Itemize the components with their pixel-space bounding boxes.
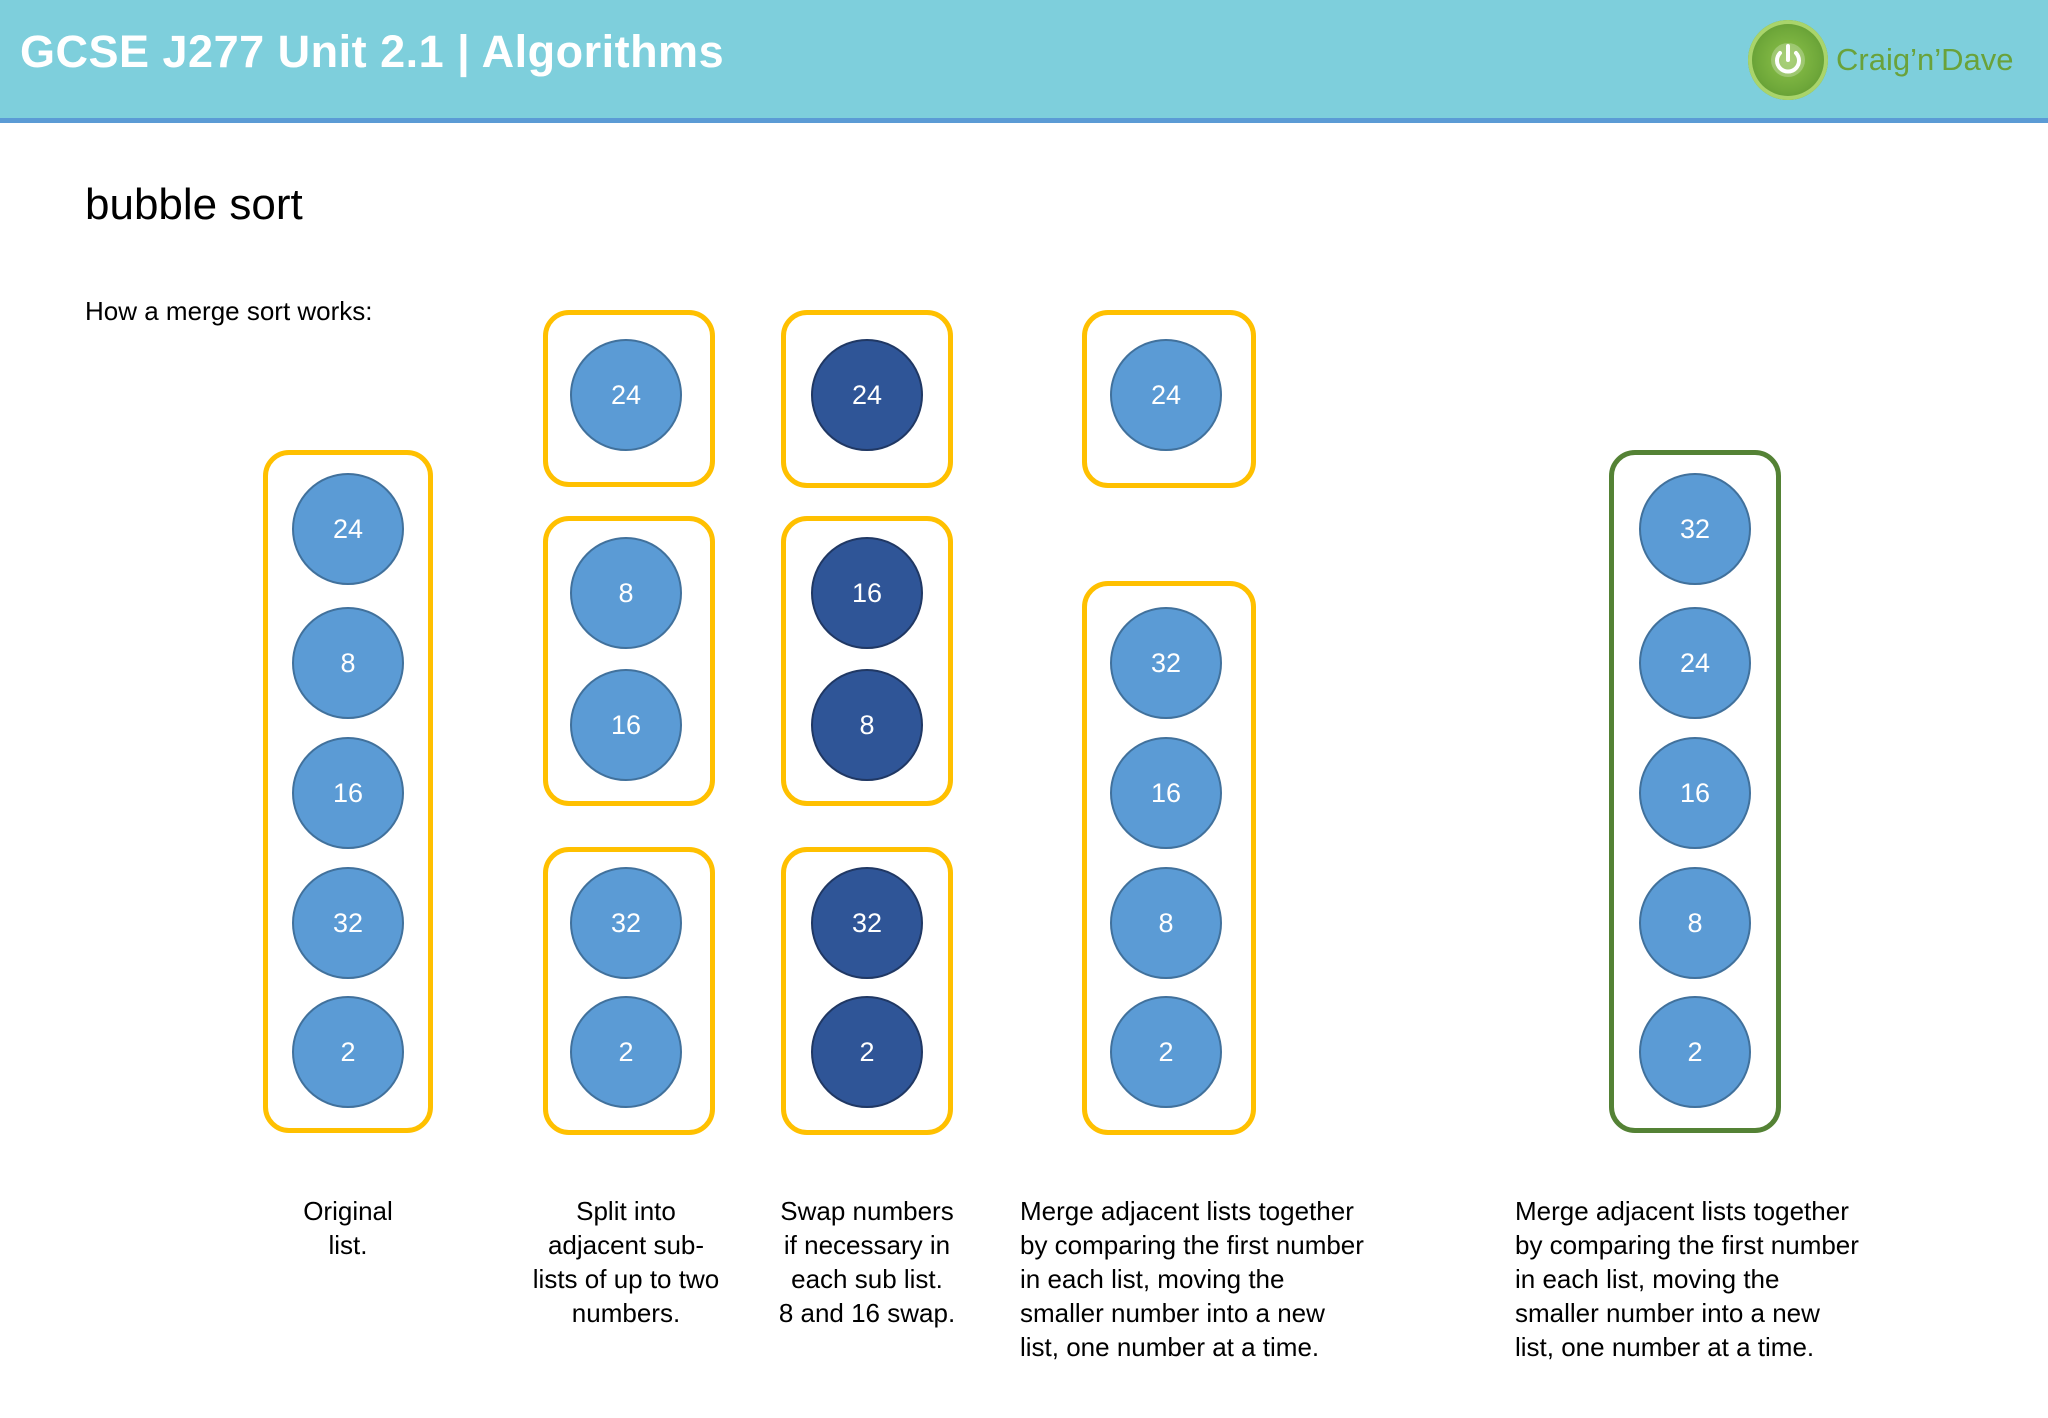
caption-line: each sub list. [791, 1264, 943, 1294]
original-node: 24 [292, 473, 404, 585]
caption-line: by comparing the first number [1020, 1230, 1364, 1260]
caption-merge-1: Merge adjacent lists together by compari… [1020, 1194, 1420, 1364]
caption-original: Original list. [248, 1194, 448, 1262]
caption-line: adjacent sub- [547, 1230, 705, 1260]
caption-line: list, one number at a time. [1020, 1332, 1320, 1362]
caption-line: Original [303, 1196, 393, 1226]
page-title: GCSE J277 Unit 2.1 | Algorithms [20, 26, 725, 77]
power-icon [1748, 20, 1828, 100]
caption-line: list, one number at a time. [1515, 1332, 1815, 1362]
final-node: 16 [1639, 737, 1751, 849]
merge-node: 32 [1110, 607, 1222, 719]
merge-node: 16 [1110, 737, 1222, 849]
split-node: 8 [570, 537, 682, 649]
original-node: 32 [292, 867, 404, 979]
caption-line: numbers. [571, 1298, 681, 1328]
caption-line: smaller number into a new [1515, 1298, 1820, 1328]
caption-split: Split into adjacent sub- lists of up to … [516, 1194, 736, 1330]
merge-node: 24 [1110, 339, 1222, 451]
swap-sublist-box [781, 847, 953, 1135]
swap-node: 16 [811, 537, 923, 649]
merge-sublist-box [1082, 310, 1256, 488]
logo: Craig’n’Dave [1748, 20, 2013, 104]
swap-node: 2 [811, 996, 923, 1108]
merge-node: 8 [1110, 867, 1222, 979]
merge-node: 2 [1110, 996, 1222, 1108]
logo-text: Craig’n’Dave [1836, 42, 2014, 77]
split-sublist-box [543, 310, 715, 487]
final-node: 24 [1639, 607, 1751, 719]
split-node: 16 [570, 669, 682, 781]
caption-merge-2: Merge adjacent lists together by compari… [1515, 1194, 1915, 1364]
caption-line: in each list, moving the [1515, 1264, 1780, 1294]
swap-sublist-box [781, 310, 953, 488]
swap-node: 32 [811, 867, 923, 979]
caption-line: by comparing the first number [1515, 1230, 1859, 1260]
final-node: 2 [1639, 996, 1751, 1108]
final-list-box [1609, 450, 1781, 1133]
original-node: 2 [292, 996, 404, 1108]
split-node: 32 [570, 867, 682, 979]
caption-line: in each list, moving the [1020, 1264, 1285, 1294]
slide-title: bubble sort [85, 180, 303, 229]
merge-sublist-box [1082, 581, 1256, 1135]
split-node: 2 [570, 996, 682, 1108]
caption-line: Swap numbers [780, 1196, 954, 1226]
caption-line: lists of up to two [532, 1264, 720, 1294]
caption-line: list. [328, 1230, 368, 1260]
split-sublist-box [543, 516, 715, 806]
caption-line: smaller number into a new [1020, 1298, 1325, 1328]
header-bar: GCSE J277 Unit 2.1 | Algorithms Craig’n’… [0, 0, 2048, 123]
caption-swap: Swap numbers if necessary in each sub li… [757, 1194, 977, 1330]
slide-subtitle: How a merge sort works: [85, 296, 373, 326]
swap-node: 8 [811, 669, 923, 781]
final-node: 32 [1639, 473, 1751, 585]
final-node: 8 [1639, 867, 1751, 979]
caption-line: Merge adjacent lists together [1020, 1196, 1354, 1226]
original-node: 16 [292, 737, 404, 849]
original-list-box [263, 450, 433, 1133]
caption-line: Merge adjacent lists together [1515, 1196, 1849, 1226]
caption-line: if necessary in [783, 1230, 951, 1260]
split-sublist-box [543, 847, 715, 1135]
caption-line: Split into [576, 1196, 676, 1226]
original-node: 8 [292, 607, 404, 719]
split-node: 24 [570, 339, 682, 451]
caption-line: 8 and 16 swap. [778, 1298, 956, 1328]
swap-node: 24 [811, 339, 923, 451]
swap-sublist-box [781, 516, 953, 806]
